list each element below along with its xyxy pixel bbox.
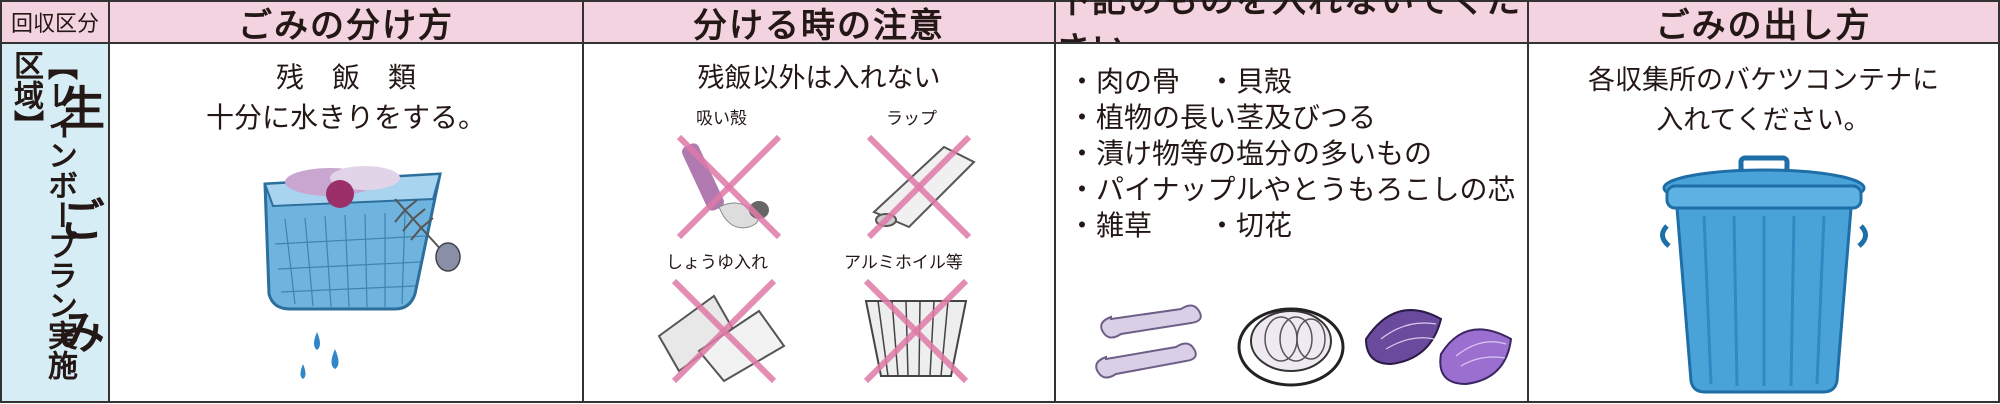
category-cell: 【レインボープラン実施区域】 生 ご み — [0, 42, 110, 403]
only-leftovers-heading: 残飯以外は入れない — [697, 63, 941, 94]
shells-icon — [1364, 309, 1513, 386]
category-name: 生 ご み — [52, 84, 106, 360]
area-name: 【レインボープラン実施区域】 — [8, 50, 77, 380]
strainer-basket-illustration — [263, 166, 461, 379]
list-item: ・植物の長い茎及びつる — [1068, 101, 1377, 134]
header-sorting-caution: 分ける時の注意 — [582, 0, 1056, 46]
disposal-method-cell: 各収集所のバケツコンテナに 入れてください。 — [1527, 42, 2000, 403]
header-do-not-include: 下記のものを入れないでください — [1054, 0, 1529, 70]
list-item: ・漬け物等の塩分の多いもの — [1068, 137, 1433, 170]
garbage-bin-icon — [1660, 155, 1868, 394]
sorting-caution-cell: 残飯以外は入れない 吸い殻 ラップ しょうゆ入れ アルミホイル等 — [582, 42, 1056, 403]
soy-sauce-container-crossed-icon — [657, 278, 786, 384]
aluminum-foil-crossed-icon — [863, 278, 969, 384]
aluminum-foil-label: アルミホイル等 — [844, 253, 963, 273]
disposal-instruction-line2: 入れてください。 — [1656, 105, 1871, 136]
list-item: ・パイナップルやとうもろこしの芯 — [1068, 173, 1516, 206]
soy-sauce-container-label: しょうゆ入れ — [666, 253, 768, 273]
disposal-instruction-line1: 各収集所のバケツコンテナに — [1588, 65, 1939, 96]
header-sorting-method: ごみの分け方 — [108, 0, 584, 46]
plastic-wrap-label: ラップ — [886, 109, 937, 129]
meat-bone-icon — [1095, 304, 1202, 379]
cigarette-butts-label: 吸い殻 — [696, 109, 747, 129]
pickles-icon — [1237, 307, 1345, 387]
leftover-food-label: 残 飯 類 — [275, 61, 416, 94]
drain-water-instruction: 十分に水きりをする。 — [205, 101, 486, 134]
sorting-method-cell: 残 飯 類 十分に水きりをする。 — [108, 42, 584, 403]
plastic-wrap-crossed-icon — [866, 134, 976, 240]
cigarette-butts-crossed-icon — [676, 134, 782, 240]
header-area-label: 回収区分 — [0, 0, 110, 44]
list-item: ・肉の骨 ・貝殻 — [1068, 65, 1293, 98]
list-item: ・雑草 ・切花 — [1068, 209, 1293, 242]
do-not-include-cell: ・肉の骨 ・貝殻 ・植物の長い茎及びつる ・漬け物等の塩分の多いもの ・パイナッ… — [1054, 42, 1529, 403]
prohibited-items-list: ・肉の骨 ・貝殻 ・植物の長い茎及びつる ・漬け物等の塩分の多いもの ・パイナッ… — [1068, 64, 1515, 244]
header-disposal-method: ごみの出し方 — [1527, 0, 2000, 46]
